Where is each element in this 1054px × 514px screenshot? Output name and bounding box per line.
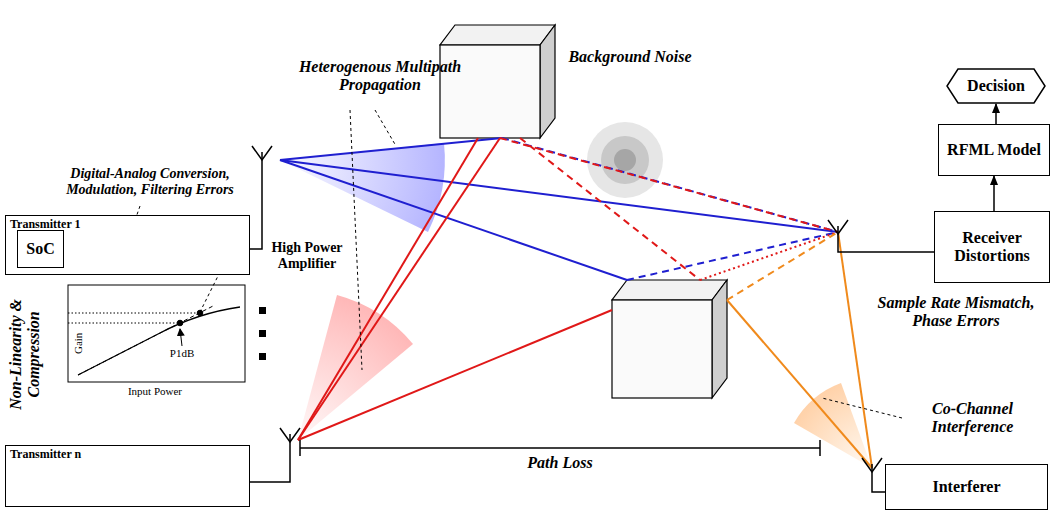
gain-chart (68, 285, 245, 382)
annotation: Digital-Analog Conversion, Modulation, F… (55, 166, 245, 198)
red-beam (298, 295, 413, 440)
obstacle-cube (440, 25, 555, 138)
noise-inner (614, 149, 636, 171)
transmitter-box: Transmitter n (5, 445, 250, 507)
decision-hexagon: Decision (946, 68, 1046, 104)
red-paths (298, 138, 838, 440)
path-loss-bracket (300, 440, 820, 456)
receiver-box: Receiver Distortions (934, 211, 1050, 283)
node-text: Interferer (928, 478, 1004, 496)
blue-paths (280, 138, 838, 280)
node-text: Transmitter n (6, 446, 85, 464)
interferer-box: Interferer (885, 464, 1048, 510)
annotation: Non-Linearity & Compression (7, 284, 44, 424)
noise-outer (587, 122, 663, 198)
node-text: RFML Model (943, 141, 1045, 159)
receiver-antenna (828, 220, 940, 252)
transmitter-box: Transmitter 1SoC (5, 215, 250, 275)
hexagon-outline (947, 69, 1045, 103)
annotation: Co-Channel Interference (905, 400, 1040, 437)
annotation: Path Loss (500, 454, 620, 472)
connector-arrow (993, 176, 995, 211)
point-label: P1dB (160, 347, 204, 360)
node-text: SoC (22, 240, 58, 258)
node-text: Receiver Distortions (935, 229, 1049, 266)
interferer-antenna (862, 458, 885, 492)
connector-arrow (995, 104, 997, 124)
annotation: Sample Rate Mismatch, Phase Errors (868, 294, 1044, 331)
axis-label: Input Power (100, 385, 210, 398)
soc-box: SoC (17, 230, 64, 268)
node-text: Decision (963, 77, 1029, 95)
part-label: High Power Amplifier (266, 240, 348, 272)
obstacle-cube (612, 280, 727, 398)
annotation: Background Noise (560, 48, 700, 66)
ellipsis-dots (259, 307, 266, 360)
orange-paths (727, 232, 872, 468)
model-box: RFML Model (938, 124, 1050, 176)
annotation: Heterogenous Multipath Propagation (270, 58, 490, 95)
axis-label: Gain (72, 323, 85, 363)
